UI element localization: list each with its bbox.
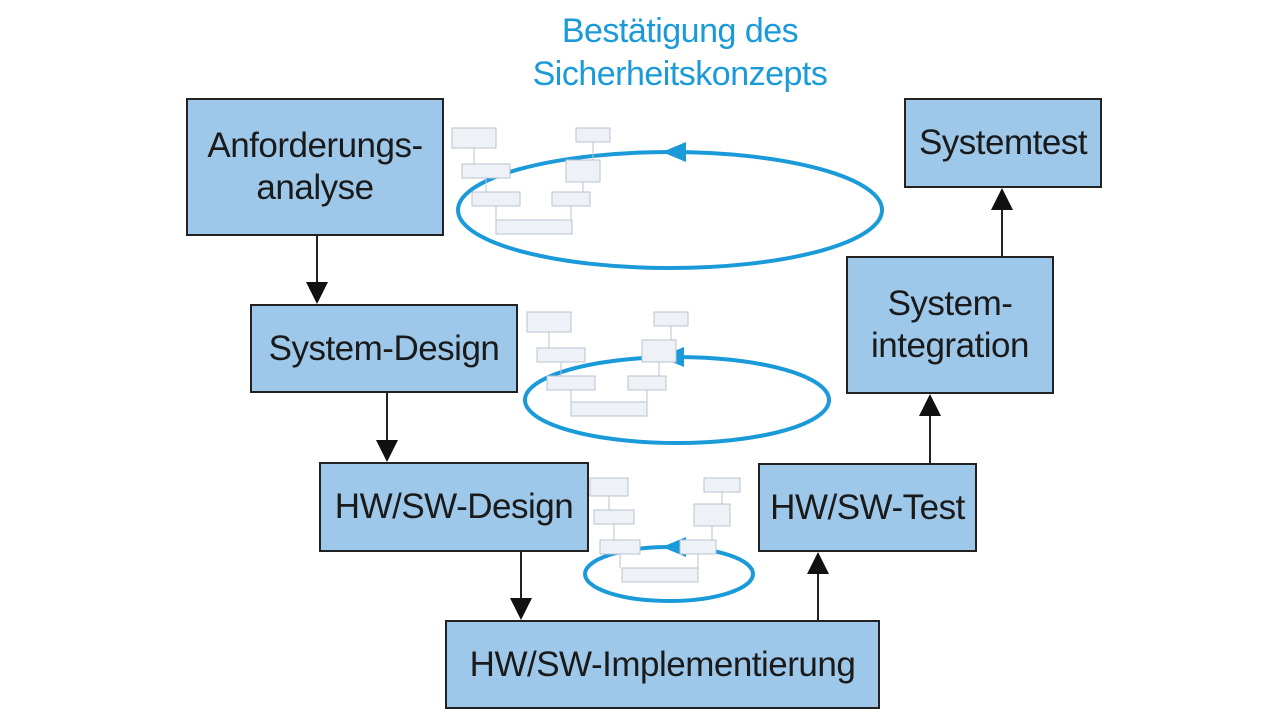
box-hw-sw-test: HW/SW-Test — [758, 463, 977, 552]
verification-loop-top — [456, 142, 884, 270]
arrow-implementierung-to-hwswtest — [807, 552, 829, 620]
box-anforderungsanalyse: Anforderungs- analyse — [186, 98, 444, 236]
mini-diagram-top — [451, 127, 611, 235]
box-hw-sw-implementierung: HW/SW-Implementierung — [445, 620, 880, 709]
box-hw-sw-design: HW/SW-Design — [319, 462, 589, 552]
arrow-systemdesign-to-hwswdesign — [376, 393, 398, 462]
box-systemintegration: System- integration — [846, 256, 1054, 394]
mini-diagram-middle — [526, 311, 689, 417]
arrow-anforderung-to-systemdesign — [306, 236, 328, 304]
box-systemtest: Systemtest — [904, 98, 1102, 188]
mini-diagram-bottom — [589, 477, 741, 583]
arrow-systemintegration-to-systemtest — [991, 188, 1013, 256]
box-system-design: System-Design — [250, 304, 518, 393]
arrow-hwswtest-to-systemintegration — [919, 394, 941, 463]
safety-concept-heading: Bestätigung des Sicherheitskonzepts — [532, 12, 828, 93]
arrow-hwswdesign-to-implementierung — [510, 552, 532, 620]
loop-top-arrowhead — [662, 142, 686, 162]
